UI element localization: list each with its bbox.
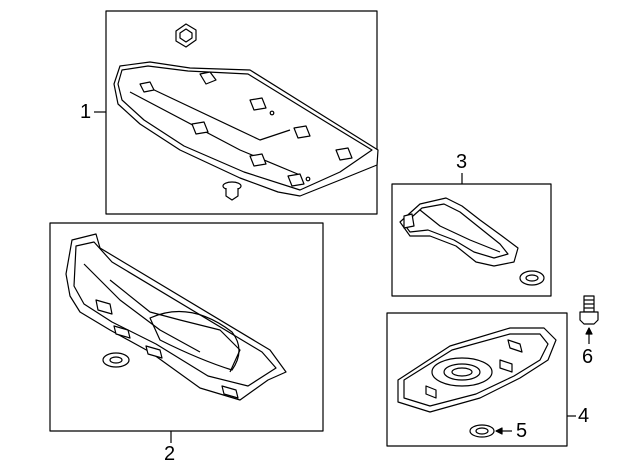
part-1-clip xyxy=(175,23,197,48)
part-3-washer xyxy=(519,270,545,286)
part-5-washer xyxy=(469,424,495,438)
callout-3: 3 xyxy=(456,151,468,173)
callout-6: 6 xyxy=(582,346,594,368)
callout-1: 1 xyxy=(80,101,92,123)
part-2-trim-panel xyxy=(65,233,287,401)
callout-5: 5 xyxy=(516,420,528,442)
part-5-arrow xyxy=(495,427,512,435)
part-3-shield xyxy=(399,197,519,267)
callout-2: 2 xyxy=(164,443,176,465)
part-4-tray xyxy=(397,327,557,413)
part-2-washer xyxy=(102,352,130,368)
callout-4: 4 xyxy=(578,405,590,427)
part-1-pushpin xyxy=(222,181,242,201)
part-1-shield xyxy=(113,61,379,197)
part-6-bolt xyxy=(579,295,599,325)
part-6-arrow xyxy=(585,327,593,344)
